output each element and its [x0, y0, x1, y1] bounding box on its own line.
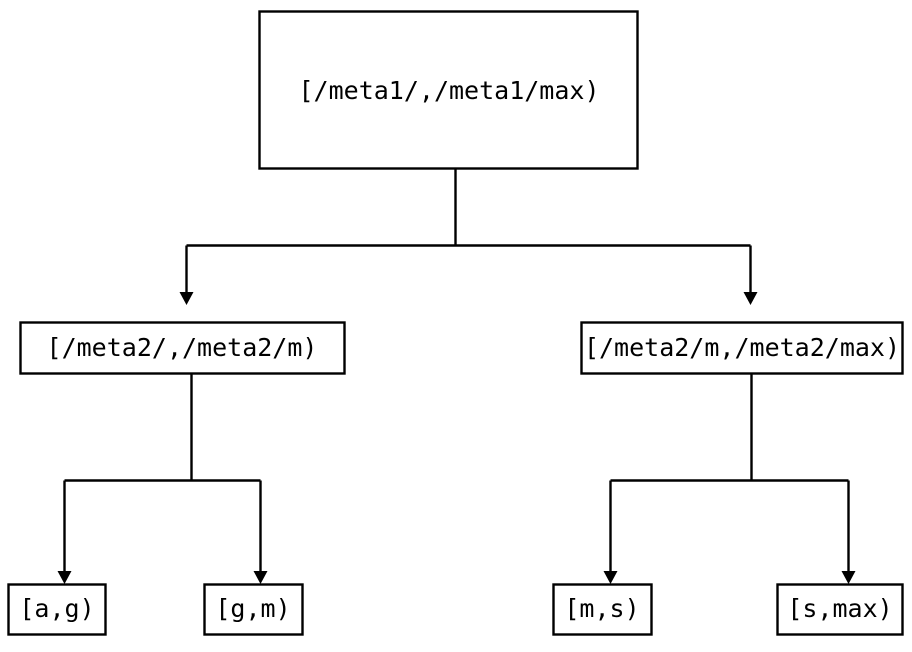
edge-group-mid-left	[57, 374, 268, 584]
node-leaf-1-label: [a,g)	[19, 594, 94, 623]
node-leaf-4-label: [s,max)	[787, 594, 892, 623]
node-root[interactable]: [/meta1/,/meta1/max)	[258, 10, 639, 170]
node-leaf-3[interactable]: [m,s)	[552, 583, 653, 636]
arrowhead-leaf-1	[57, 571, 72, 584]
node-leaf-4[interactable]: [s,max)	[776, 583, 904, 636]
arrowhead-mid-left	[179, 292, 194, 305]
node-mid-right-box[interactable]	[580, 321, 904, 375]
node-mid-left-box[interactable]	[19, 321, 346, 375]
node-root-label: [/meta1/,/meta1/max)	[298, 76, 599, 105]
arrowhead-leaf-4	[841, 571, 856, 584]
node-leaf-2-label: [g,m)	[215, 594, 290, 623]
arrowhead-leaf-2	[253, 571, 268, 584]
node-mid-left-label: [/meta2/,/meta2/m)	[47, 333, 318, 362]
edge-group-mid-right	[603, 374, 856, 584]
node-leaf-2-box[interactable]	[203, 583, 304, 636]
node-leaf-3-box[interactable]	[552, 583, 653, 636]
node-mid-right[interactable]: [/meta2/m,/meta2/max)	[580, 321, 904, 375]
node-leaf-2[interactable]: [g,m)	[203, 583, 304, 636]
node-leaf-4-box[interactable]	[776, 583, 904, 636]
node-mid-left[interactable]: [/meta2/,/meta2/m)	[19, 321, 346, 375]
node-leaf-1-box[interactable]	[7, 583, 107, 636]
node-leaf-3-label: [m,s)	[564, 594, 639, 623]
arrowhead-mid-right	[743, 292, 758, 305]
node-root-box[interactable]	[258, 10, 639, 170]
arrowhead-leaf-3	[603, 571, 618, 584]
node-mid-right-label: [/meta2/m,/meta2/max)	[584, 333, 900, 362]
node-leaf-1[interactable]: [a,g)	[7, 583, 107, 636]
edge-group-root	[179, 169, 758, 305]
